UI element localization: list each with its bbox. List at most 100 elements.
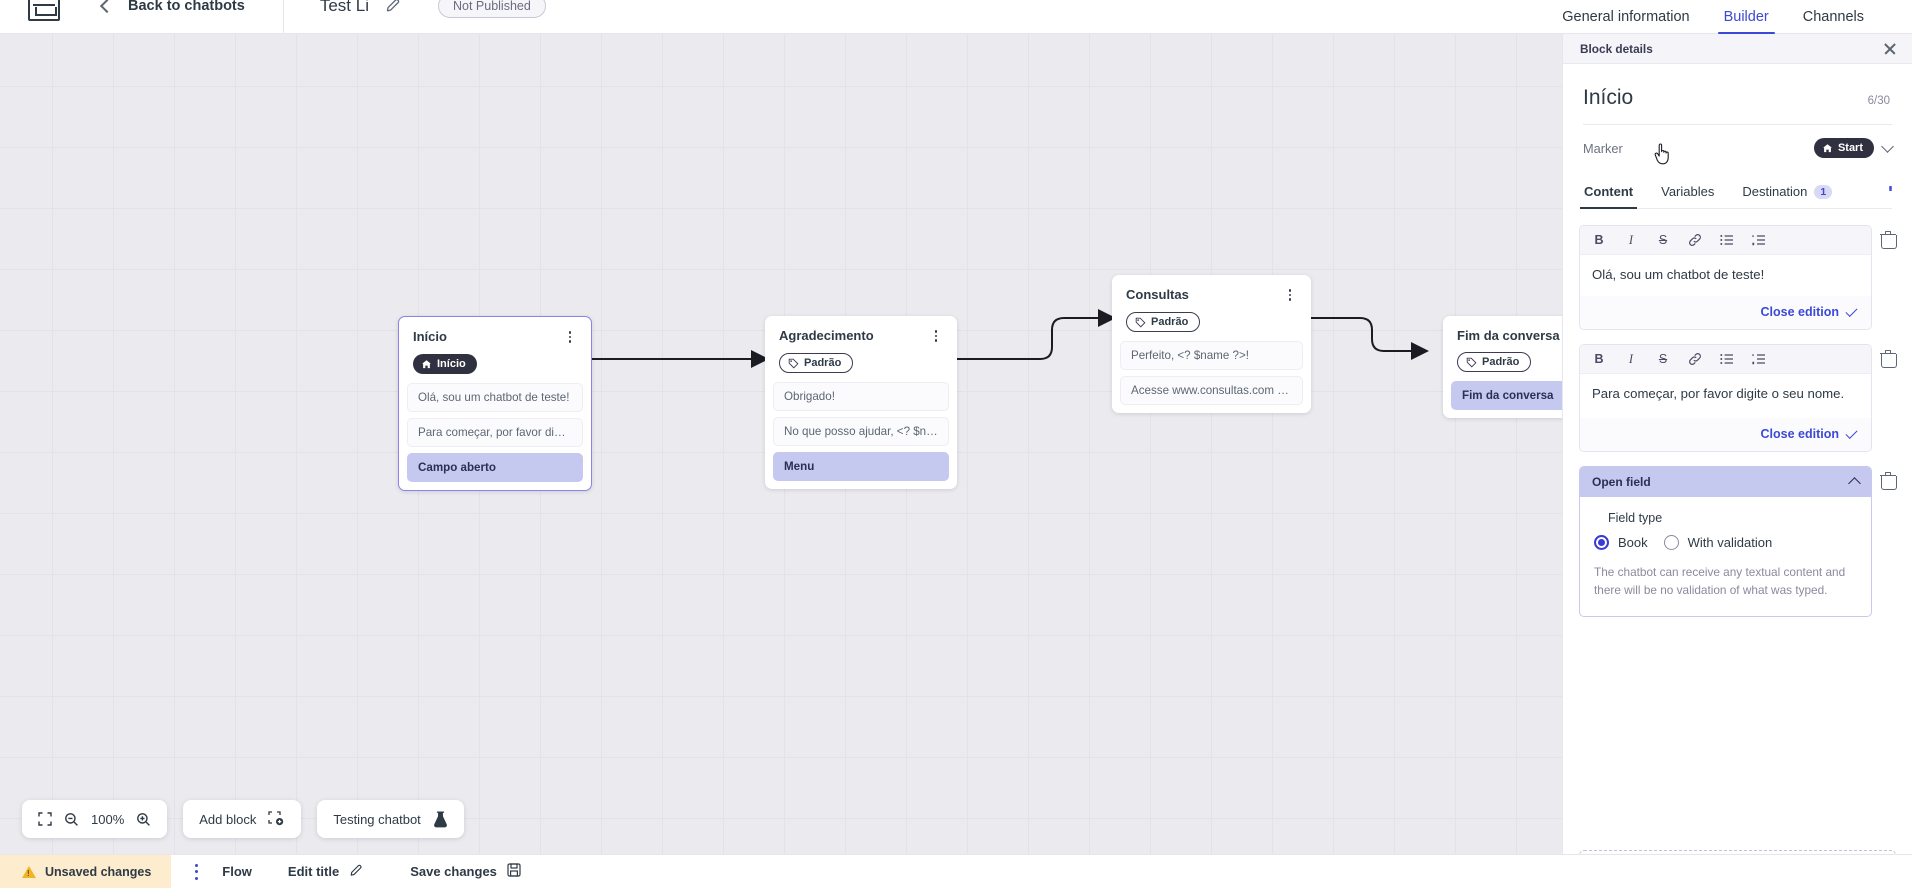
numbered-list-icon[interactable]	[1752, 233, 1766, 247]
node-row[interactable]: Para começar, por favor digite o ...	[407, 417, 583, 447]
flow-node-consultas[interactable]: Consultas Padrão Perfeito, <? $name ?>! …	[1112, 275, 1311, 413]
tab-variables[interactable]: Variables	[1660, 178, 1715, 208]
marker-label: Marker	[1583, 140, 1623, 156]
node-menu-kebab-icon[interactable]	[929, 328, 943, 344]
bold-icon[interactable]: B	[1594, 351, 1604, 366]
strikethrough-icon[interactable]: S	[1658, 232, 1668, 247]
check-icon	[1845, 304, 1858, 317]
italic-icon[interactable]: I	[1628, 351, 1634, 366]
content-block-open-field: Open field Field type Book Wi	[1579, 466, 1897, 617]
fit-screen-icon[interactable]	[38, 812, 52, 826]
tab-destination-label: Destination	[1742, 184, 1808, 199]
tab-general-information[interactable]: General information	[1562, 9, 1690, 25]
zoom-controls: 100%	[22, 800, 168, 838]
destination-count-badge: 1	[1814, 184, 1833, 199]
flow-node-inicio[interactable]: Início Início Olá, sou um chatbot de tes…	[398, 316, 592, 491]
delete-block-icon[interactable]	[1880, 472, 1897, 491]
node-tags: Padrão	[1112, 303, 1311, 337]
zoom-out-icon[interactable]	[64, 812, 79, 827]
edit-title-button[interactable]: Edit title	[288, 863, 364, 881]
panel-overflow-kebab-icon[interactable]	[1889, 186, 1892, 200]
rich-text-editor[interactable]: B I S	[1579, 225, 1872, 331]
node-title: Consultas	[1126, 287, 1189, 302]
open-field-description: The chatbot can receive any textual cont…	[1594, 565, 1846, 597]
editor-text[interactable]: Para começar, por favor digite o seu nom…	[1580, 374, 1871, 419]
pencil-icon[interactable]	[385, 0, 402, 14]
testing-chatbot-button[interactable]: Testing chatbot	[317, 800, 464, 838]
node-menu-kebab-icon[interactable]	[563, 329, 577, 345]
close-edition-button[interactable]: Close edition	[1760, 305, 1839, 320]
node-tag-label: Padrão	[1151, 316, 1189, 328]
panel-topbar: Block details	[1563, 34, 1912, 64]
open-field-header[interactable]: Open field	[1580, 467, 1871, 498]
back-chevron-icon[interactable]	[99, 0, 115, 13]
check-icon	[1845, 426, 1858, 439]
zoom-in-icon[interactable]	[136, 812, 151, 827]
marker-value-badge[interactable]: Start	[1813, 138, 1874, 158]
via-logo[interactable]	[28, 0, 60, 21]
radio-option-book[interactable]: Book	[1594, 535, 1648, 551]
status-kebab-menu-icon[interactable]	[195, 863, 199, 880]
content-block-text-1: B I S	[1579, 225, 1897, 331]
delete-block-icon[interactable]	[1880, 231, 1897, 249]
delete-block-icon[interactable]	[1880, 350, 1897, 369]
node-row[interactable]: Olá, sou um chatbot de teste!	[407, 382, 583, 412]
chevron-down-icon[interactable]	[1881, 139, 1894, 153]
rte-toolbar: B I S	[1580, 226, 1871, 255]
node-row[interactable]: Fim da conversa	[1451, 380, 1562, 410]
node-row[interactable]: No que posso ajudar, <? $name ...	[773, 416, 949, 446]
close-icon[interactable]	[1883, 42, 1897, 56]
flow-canvas[interactable]: Início Início Olá, sou um chatbot de tes…	[0, 34, 1562, 888]
italic-icon[interactable]: I	[1628, 232, 1634, 247]
node-menu-kebab-icon[interactable]	[1283, 287, 1297, 303]
page-title: Início	[1583, 86, 1634, 109]
flow-node-agradecimento[interactable]: Agradecimento Padrão Obrigado! No que po…	[765, 316, 957, 489]
tab-content[interactable]: Content	[1579, 178, 1638, 209]
tab-channels[interactable]: Channels	[1802, 9, 1864, 25]
bullet-list-icon[interactable]	[1720, 352, 1734, 366]
node-row[interactable]: Acesse www.consultas.com par...	[1120, 375, 1303, 405]
block-details-panel: Block details Início 6/30 Marker Start C…	[1562, 34, 1912, 888]
status-bar: Unsaved changes Flow Edit title Save cha…	[0, 854, 1912, 888]
node-header: Agradecimento	[765, 316, 957, 344]
node-row[interactable]: Menu	[773, 451, 949, 481]
node-tag-badge: Padrão	[779, 353, 854, 373]
radio-button[interactable]	[1594, 535, 1609, 551]
editor-text[interactable]: Olá, sou um chatbot de teste!	[1580, 255, 1871, 297]
radio-button[interactable]	[1663, 535, 1679, 551]
node-row[interactable]: Perfeito, <? $name ?>!	[1120, 340, 1303, 370]
node-row[interactable]: Obrigado!	[773, 381, 949, 411]
tab-destination[interactable]: Destination 1	[1741, 178, 1833, 208]
edit-title-label: Edit title	[287, 864, 340, 879]
flow-node-fim-da-conversa[interactable]: Fim da conversa Padrão Fim da conversa	[1443, 316, 1562, 418]
node-marker-badge-label: Início	[437, 358, 466, 370]
node-tags: Padrão	[765, 344, 957, 378]
strikethrough-icon[interactable]: S	[1658, 351, 1668, 366]
marker-row: Marker Start	[1563, 125, 1912, 158]
chevron-up-icon[interactable]	[1848, 477, 1861, 491]
save-changes-button[interactable]: Save changes	[410, 863, 521, 880]
tab-variables-label: Variables	[1661, 184, 1715, 199]
close-edition-button[interactable]: Close edition	[1760, 427, 1839, 442]
link-icon[interactable]	[1688, 233, 1702, 247]
panel-topbar-label: Block details	[1580, 41, 1653, 56]
node-rows: Fim da conversa	[1443, 377, 1562, 410]
bullet-list-icon[interactable]	[1720, 233, 1734, 247]
tab-builder[interactable]: Builder	[1717, 0, 1775, 34]
char-counter: 6/30	[1867, 95, 1890, 107]
radio-label: With validation	[1687, 535, 1773, 551]
node-title: Início	[413, 329, 447, 344]
bold-icon[interactable]: B	[1594, 232, 1604, 247]
marker-selector[interactable]: Start	[1813, 138, 1894, 158]
numbered-list-icon[interactable]	[1752, 352, 1766, 366]
radio-option-with-validation[interactable]: With validation	[1663, 535, 1773, 551]
flow-button[interactable]: Flow	[222, 864, 252, 879]
node-row[interactable]: Campo aberto	[407, 452, 583, 482]
open-field-title: Open field	[1592, 475, 1651, 490]
rich-text-editor[interactable]: B I S	[1579, 344, 1872, 453]
link-icon[interactable]	[1688, 352, 1702, 366]
rte-toolbar: B I S	[1580, 345, 1871, 375]
app-header: Back to chatbots Test Li Not Published	[0, 0, 1912, 34]
back-to-chatbots-link[interactable]: Back to chatbots	[128, 0, 245, 14]
add-block-button[interactable]: Add block	[183, 800, 302, 838]
